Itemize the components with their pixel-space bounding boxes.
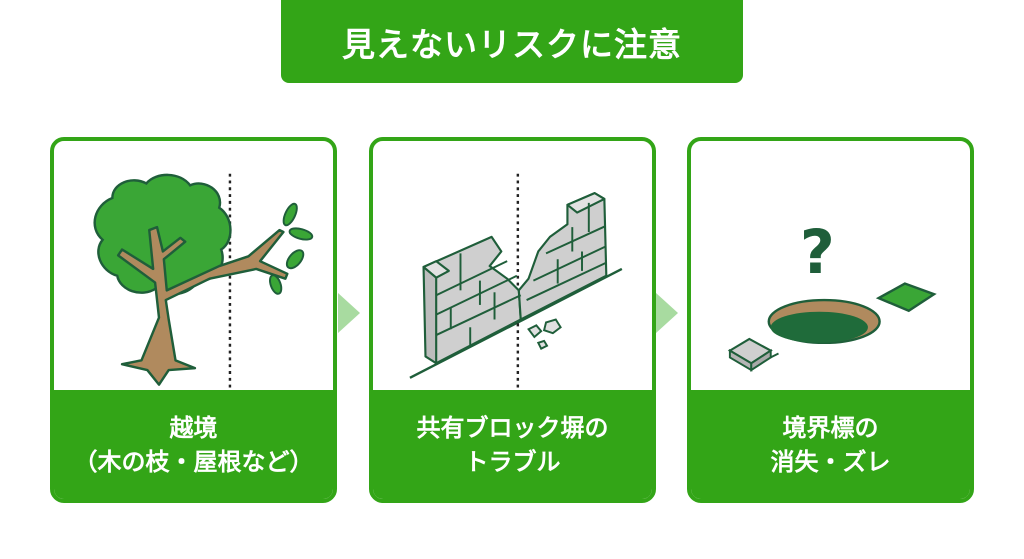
question-mark-icon: ? xyxy=(800,218,835,288)
next-arrow-icon xyxy=(656,293,678,333)
caption-line2: （木の枝・屋根など） xyxy=(73,447,314,476)
boundary-marker-illustration: ? xyxy=(691,141,970,394)
page-title: 見えないリスクに注意 xyxy=(342,24,682,64)
caption-line2: 消失・ズレ xyxy=(770,447,891,476)
title-banner: 見えないリスクに注意 xyxy=(281,0,743,83)
tree-branch-icon xyxy=(93,173,314,391)
caption-line1: 境界標の xyxy=(782,413,879,442)
tree-illustration xyxy=(54,141,333,394)
caption-line1: 共有ブロック塀の xyxy=(416,413,609,442)
caption-encroachment: 越境 （木の枝・屋根など） xyxy=(54,390,333,499)
caption-boundary-marker: 境界標の 消失・ズレ xyxy=(691,390,970,499)
caption-line2: トラブル xyxy=(464,447,561,476)
next-arrow-icon xyxy=(338,293,360,333)
risk-card-encroachment: 越境 （木の枝・屋根など） xyxy=(50,137,337,503)
block-wall-illustration xyxy=(373,141,652,394)
caption-block-wall: 共有ブロック塀の トラブル xyxy=(373,390,652,499)
risk-card-boundary-marker: ? 境界標の 消失・ズレ xyxy=(687,137,974,503)
caption-line1: 越境 xyxy=(169,413,218,442)
risk-card-block-wall: 共有ブロック塀の トラブル xyxy=(369,137,656,503)
broken-wall-icon xyxy=(409,173,623,391)
missing-marker-icon: ? xyxy=(727,218,937,372)
